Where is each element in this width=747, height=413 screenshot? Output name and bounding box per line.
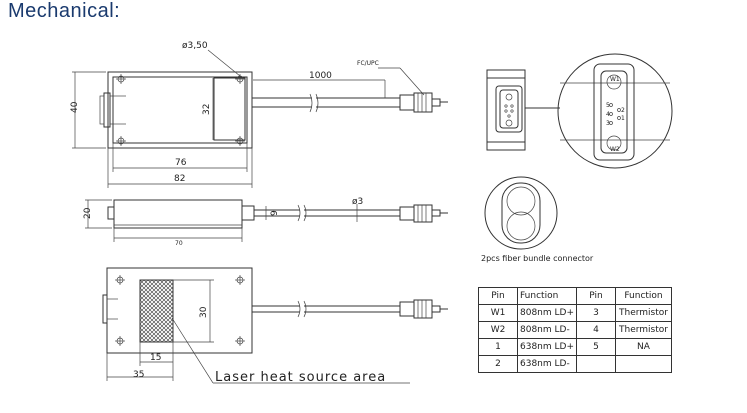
- hole-dimension: ø3,50: [182, 41, 208, 51]
- table-cell: 808nm LD-: [517, 321, 577, 339]
- area-offset-dimension: 35: [133, 370, 144, 380]
- pin-label: 5: [606, 102, 610, 109]
- column-header: Pin: [576, 287, 616, 305]
- table-cell: 808nm LD+: [517, 304, 577, 322]
- table-cell: W2: [478, 321, 518, 339]
- page-title: Mechanical:: [8, 0, 121, 22]
- side-length-dimension: 70: [175, 240, 183, 247]
- area-height-dimension: 30: [199, 306, 209, 318]
- pin-label: 2: [621, 107, 625, 114]
- top-view: ø3,50 1000 FC/UPC 40 32 76 82: [70, 41, 448, 188]
- height-dimension: 40: [70, 101, 80, 113]
- table-cell: NA: [615, 338, 672, 356]
- table-row: 2 638nm LD-: [478, 355, 672, 373]
- bundle-caption: 2pcs fiber bundle connector: [481, 254, 594, 263]
- area-width-dimension: 15: [150, 353, 161, 363]
- table-cell: W1: [478, 304, 518, 322]
- mount-hole: [116, 74, 245, 146]
- fiber-diameter-dimension: ø3: [352, 197, 363, 207]
- pin-label: W1: [610, 76, 620, 83]
- table-row: W2 808nm LD- 4 Thermistor: [478, 321, 672, 339]
- table-header-row: Pin Function Pin Function: [478, 287, 672, 305]
- table-row: W1 808nm LD+ 3 Thermistor: [478, 304, 672, 322]
- table-cell: 2: [478, 355, 518, 373]
- step-dimension: 9: [270, 210, 280, 216]
- table-cell: 638nm LD-: [517, 355, 577, 373]
- block-height-dimension: 32: [202, 104, 212, 115]
- side-view: 20 ø3 9 70: [83, 197, 448, 247]
- pin-label: 1: [621, 115, 625, 122]
- column-header: Function: [517, 287, 577, 305]
- connector-zoom-view: W1 5 4 3 2 1 W2: [557, 53, 673, 169]
- pin-function-table: Pin Function Pin Function W1 808nm LD+ 3…: [478, 287, 672, 373]
- cable-length-dimension: 1000: [309, 71, 332, 81]
- table-cell: 4: [576, 321, 616, 339]
- inner-width-dimension: 76: [175, 158, 187, 168]
- table-cell: [576, 355, 616, 373]
- outer-width-dimension: 82: [174, 174, 185, 184]
- side-height-dimension: 20: [83, 207, 93, 219]
- table-cell: 5: [576, 338, 616, 356]
- pin-label: 4: [606, 111, 610, 118]
- table-row: 1 638nm LD+ 5 NA: [478, 338, 672, 356]
- table-cell: Thermistor: [615, 304, 672, 322]
- table-cell: 638nm LD+: [517, 338, 577, 356]
- pin-label: 3: [606, 120, 610, 127]
- fiber-bundle-view: 2pcs fiber bundle connector: [481, 176, 594, 263]
- table-cell: 1: [478, 338, 518, 356]
- pin-label: W2: [610, 146, 620, 153]
- table-cell: Thermistor: [615, 321, 672, 339]
- connector-end-view: [486, 69, 560, 151]
- column-header: Function: [615, 287, 672, 305]
- bottom-view: 30 15 35 Laser heat source area: [102, 267, 448, 385]
- heat-source-area-label: Laser heat source area: [215, 370, 386, 385]
- heat-source-area: [139, 279, 174, 343]
- column-header: Pin: [478, 287, 518, 305]
- table-cell: 3: [576, 304, 616, 322]
- table-cell: [615, 355, 672, 373]
- connector-type-label: FC/UPC: [357, 60, 379, 67]
- mount-hole: [115, 275, 245, 346]
